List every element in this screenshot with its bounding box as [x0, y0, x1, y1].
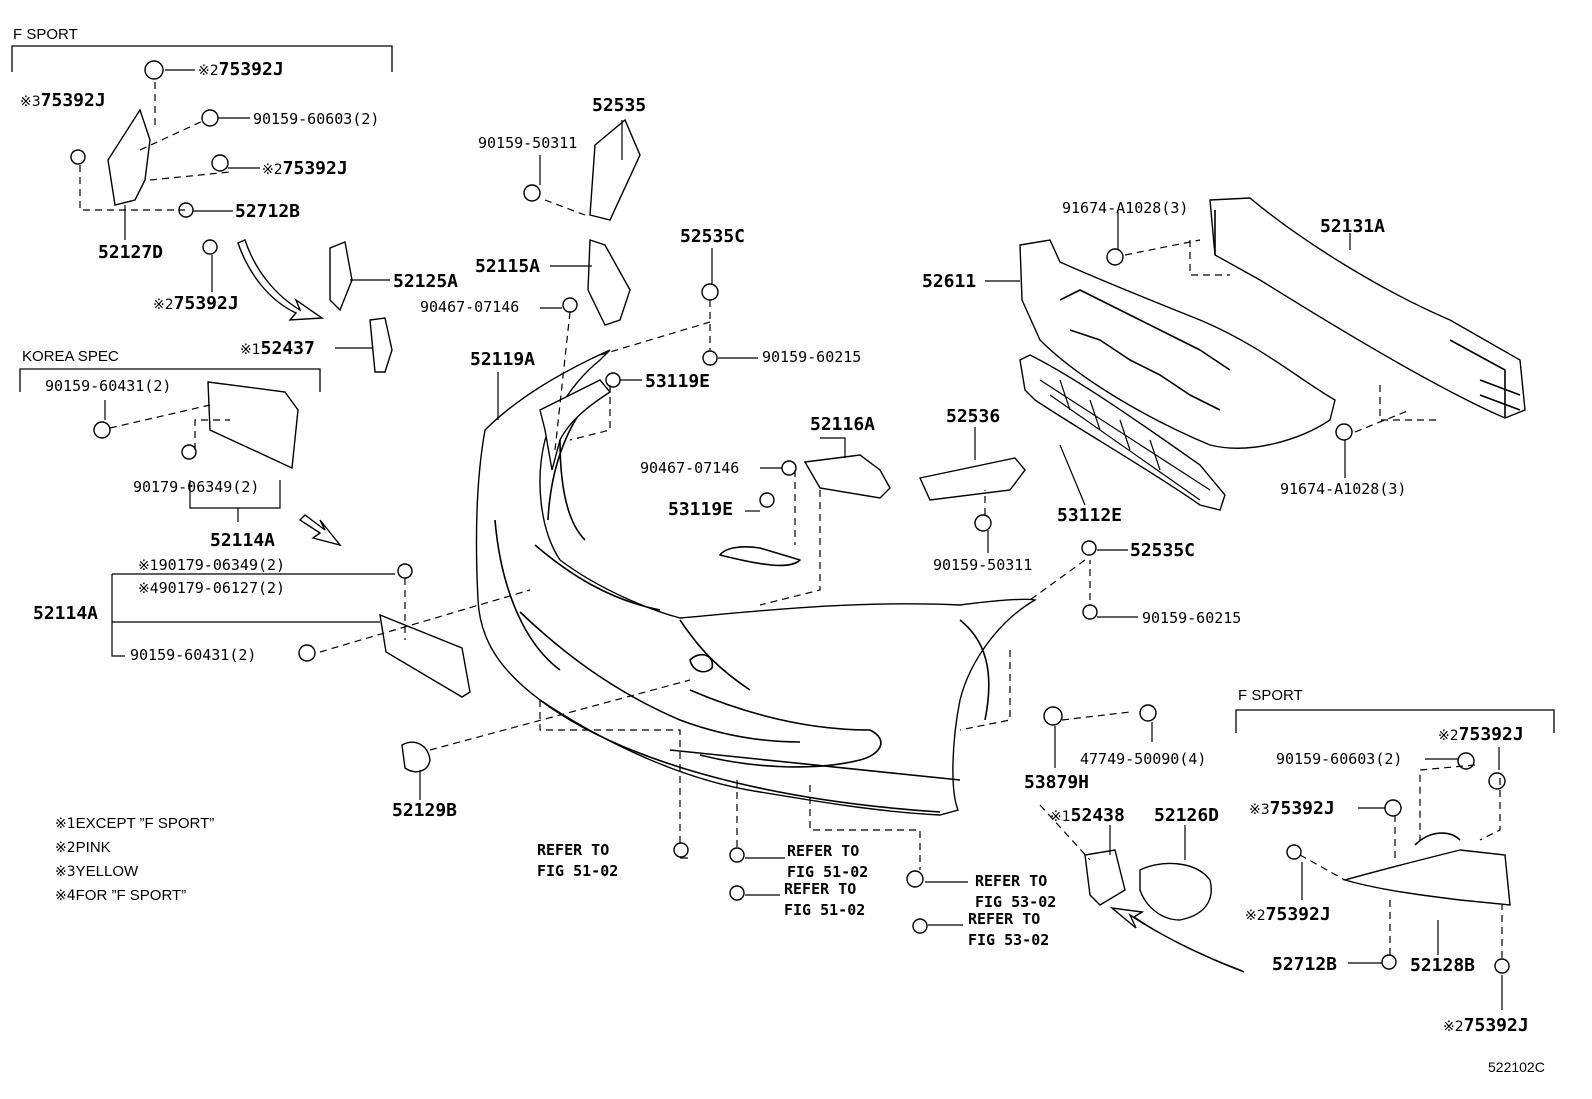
callout-90159-50311-top[interactable]: 90159-50311 [478, 134, 578, 152]
legend-item: ※2PINK [55, 839, 111, 856]
callout-90467-07146-top[interactable]: 90467-07146 [420, 298, 520, 316]
callout-52126d[interactable]: 52126D [1154, 805, 1220, 826]
side-brackets-drawing [107, 108, 1511, 921]
callout-52119a[interactable]: 52119A [470, 349, 536, 370]
callout-75392j-pink-2[interactable]: ※275392J [262, 158, 348, 179]
callout-52611[interactable]: 52611 [922, 271, 977, 292]
group-label-korea-spec: KOREA SPEC [22, 348, 119, 365]
callout-75392j-pink-5[interactable]: ※275392J [1245, 904, 1331, 925]
callout-90159-60603[interactable]: 90159-60603(2) [1276, 750, 1403, 768]
callout-90159-60603-top[interactable]: 90159-60603(2) [253, 110, 380, 128]
direction-arrows [237, 239, 1245, 973]
callout-53119e-top[interactable]: 53119E [645, 371, 711, 392]
callout-90159-50311[interactable]: 90159-50311 [933, 556, 1033, 574]
callout-52129b[interactable]: 52129B [392, 800, 458, 821]
callout-52114a-korea[interactable]: 52114A [210, 530, 276, 551]
callout-75392j-pink-1[interactable]: ※275392J [198, 59, 284, 80]
callout-52438[interactable]: ※152438 [1050, 805, 1125, 826]
legend: ※1EXCEPT ”F SPORT” ※2PINK ※3YELLOW ※4FOR… [55, 812, 214, 908]
lower-grille-drawing [1019, 354, 1226, 511]
callout-75392j-pink-3[interactable]: ※275392J [153, 293, 239, 314]
callout-53879h[interactable]: 53879H [1024, 772, 1090, 793]
callout-90159-60431[interactable]: 90159-60431(2) [130, 646, 257, 664]
callout-75392j-yellow-2[interactable]: ※375392J [1249, 798, 1335, 819]
callout-47749-50090[interactable]: 47749-50090(4) [1080, 750, 1207, 768]
fsport-top-bracket [11, 45, 393, 72]
reinforcement-drawing [1209, 197, 1526, 419]
legend-item: ※3YELLOW [55, 863, 139, 880]
fasteners-drawing [70, 60, 1510, 974]
install-lines [79, 82, 1503, 958]
group-label-fsport-top: F SPORT [13, 26, 78, 43]
callout-52115a[interactable]: 52115A [475, 256, 541, 277]
callout-90159-60431-korea[interactable]: 90159-60431(2) [45, 377, 172, 395]
callout-52128b[interactable]: 52128B [1410, 955, 1476, 976]
absorber-drawing [1019, 239, 1336, 449]
callout-52131a[interactable]: 52131A [1320, 216, 1386, 237]
callout-53112e[interactable]: 53112E [1057, 505, 1123, 526]
callout-75392j-yellow-1[interactable]: ※375392J [20, 90, 106, 111]
callout-52535c-top[interactable]: 52535C [680, 226, 746, 247]
korea-spec-bracket [19, 368, 321, 392]
callout-91674-a1028-top[interactable]: 91674-A1028(3) [1062, 199, 1189, 217]
callout-90159-60215-top[interactable]: 90159-60215 [762, 348, 862, 366]
callout-53119e[interactable]: 53119E [668, 499, 734, 520]
callout-90467-07146[interactable]: 90467-07146 [640, 459, 740, 477]
callout-52535[interactable]: 52535 [592, 95, 647, 116]
callout-91674-a1028[interactable]: 91674-A1028(3) [1280, 480, 1407, 498]
callout-90179-06349-korea[interactable]: 90179-06349(2) [133, 478, 260, 496]
callout-52535c[interactable]: 52535C [1130, 540, 1196, 561]
legend-item: ※4FOR ”F SPORT” [55, 887, 187, 904]
callout-52536[interactable]: 52536 [946, 406, 1001, 427]
callout-90179-06349-except[interactable]: ※190179-06349(2) [138, 556, 286, 574]
callout-75392j-pink-6[interactable]: ※275392J [1443, 1015, 1529, 1036]
callout-52712b[interactable]: 52712B [1272, 954, 1338, 975]
callout-75392j-pink-4[interactable]: ※275392J [1438, 724, 1524, 745]
callout-52712b-top[interactable]: 52712B [235, 201, 301, 222]
fsport-bottom-bracket [1235, 709, 1555, 733]
diagram-id: 522102C [1488, 1059, 1545, 1075]
callout-52437[interactable]: ※152437 [240, 338, 315, 359]
legend-item: ※1EXCEPT ”F SPORT” [55, 815, 215, 832]
callout-90159-60215[interactable]: 90159-60215 [1142, 609, 1242, 627]
callout-90179-06127-fsport[interactable]: ※490179-06127(2) [138, 579, 286, 597]
bumper-cover-drawing [475, 349, 1037, 816]
callout-52127d[interactable]: 52127D [98, 242, 164, 263]
upper-retainer-drawing [539, 379, 612, 541]
callout-52125a[interactable]: 52125A [393, 271, 459, 292]
leader-lines [104, 69, 1503, 1010]
callout-52114a[interactable]: 52114A [33, 603, 99, 624]
group-label-fsport-bottom: F SPORT [1238, 687, 1303, 704]
callout-52116a[interactable]: 52116A [810, 414, 876, 435]
